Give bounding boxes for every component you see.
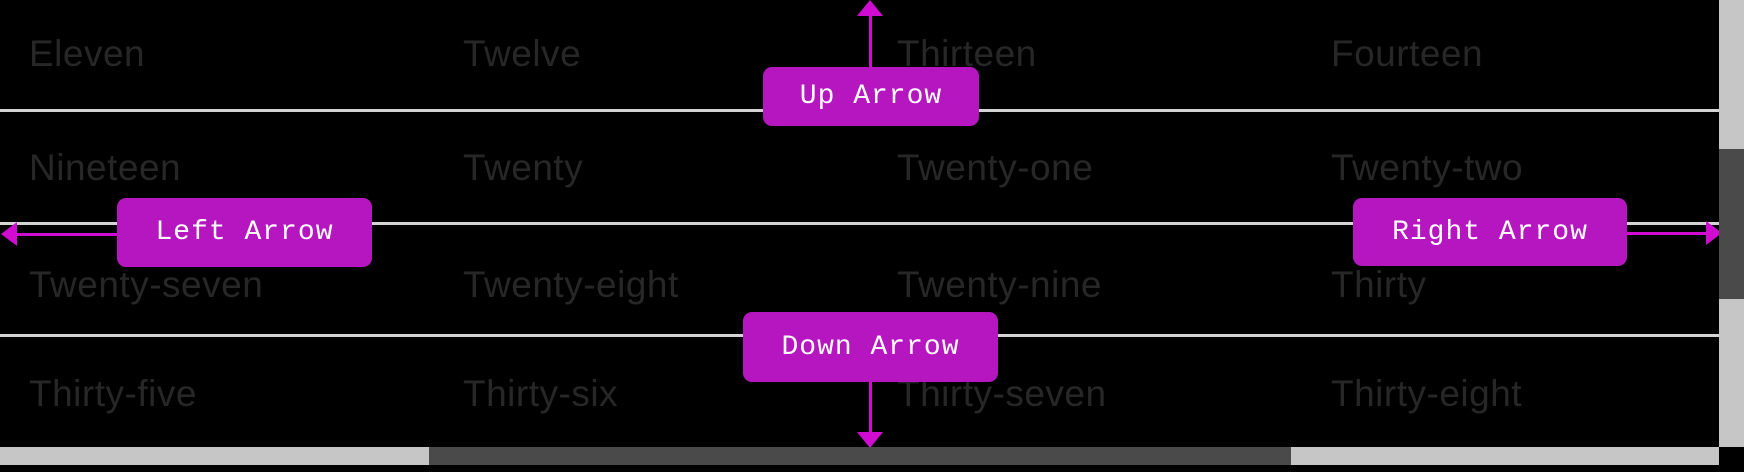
left-arrow-line xyxy=(16,233,117,236)
up-arrow-line xyxy=(869,12,872,67)
table-cell: Twenty-eight xyxy=(463,264,679,305)
left-arrow-label: Left Arrow xyxy=(117,198,372,267)
up-arrow-label: Up Arrow xyxy=(763,67,979,126)
bottom-edge xyxy=(0,465,1744,472)
right-arrow-label: Right Arrow xyxy=(1353,198,1627,266)
up-arrowhead-icon xyxy=(857,0,883,16)
table-cell: Thirty-five xyxy=(29,373,197,414)
table-cell: Thirteen xyxy=(897,33,1037,74)
right-arrow-line xyxy=(1627,232,1707,235)
table-cell: Twelve xyxy=(463,33,582,74)
down-arrow-label: Down Arrow xyxy=(743,312,998,382)
table-cell: Twenty-two xyxy=(1331,147,1524,188)
table-cell: Twenty-nine xyxy=(897,264,1102,305)
row-separator xyxy=(0,222,1719,225)
down-arrowhead-icon xyxy=(857,432,883,448)
table-cell: Nineteen xyxy=(29,147,182,188)
scrollbar-corner xyxy=(1719,447,1744,465)
left-arrowhead-icon xyxy=(1,222,17,246)
table-cell: Twenty-seven xyxy=(29,264,264,305)
vertical-scrollbar-thumb[interactable] xyxy=(1719,149,1744,299)
table-cell: Twenty-one xyxy=(897,147,1094,188)
table-cell: Fourteen xyxy=(1331,33,1484,74)
table-cell: Thirty xyxy=(1331,264,1427,305)
table-cell: Thirty-eight xyxy=(1331,373,1523,414)
right-arrowhead-icon xyxy=(1706,221,1722,245)
down-arrow-line xyxy=(869,382,872,434)
table-cell: Eleven xyxy=(29,33,146,74)
table-cell: Twenty xyxy=(463,147,584,188)
horizontal-scrollbar-thumb[interactable] xyxy=(429,447,1291,465)
table-cell: Thirty-six xyxy=(463,373,619,414)
